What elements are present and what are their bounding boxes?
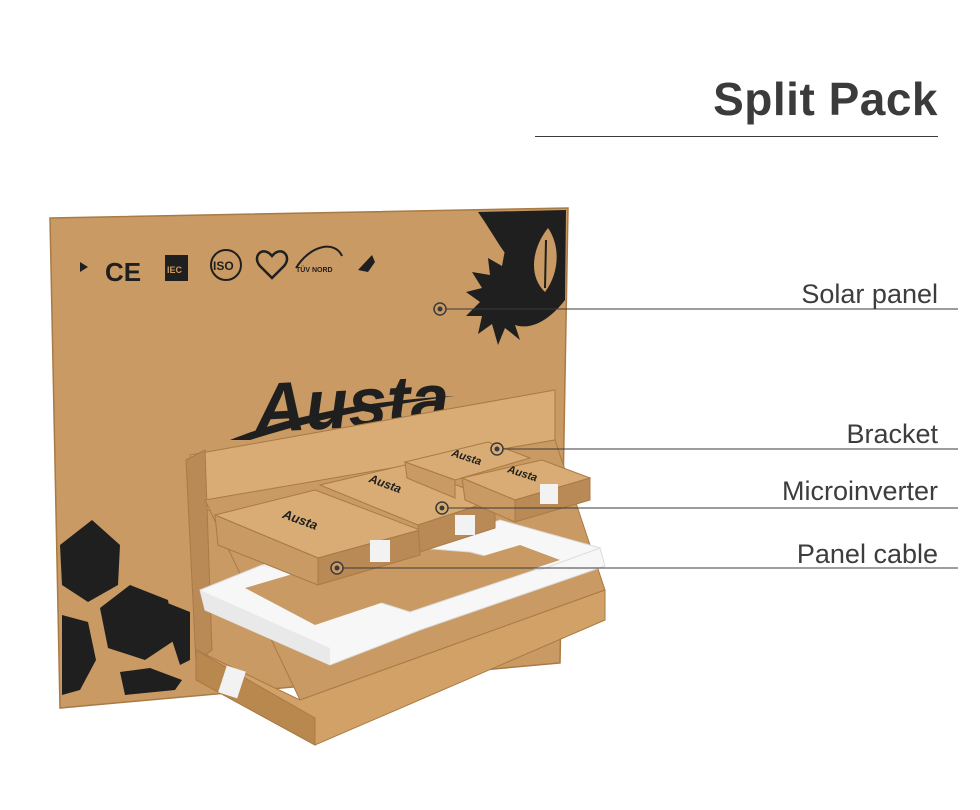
- tray-label: [218, 665, 246, 699]
- microinverter-box-front: Austa: [213, 489, 422, 586]
- page-title: Split Pack: [713, 73, 938, 125]
- ce-mark: CE: [105, 257, 141, 287]
- certification-icons: CE IEC ISO TÜV NORD: [80, 245, 375, 287]
- recycle-mark-icon: [358, 255, 375, 272]
- microinverter-box-middle: Austa: [318, 464, 497, 553]
- component-boxes: Austa Austa Austa Austa: [213, 441, 592, 586]
- solar-cell-pattern: [60, 520, 190, 695]
- iso-mark-icon: [210, 249, 242, 281]
- tuv-nord-arc-icon: [295, 245, 343, 269]
- label-microinverter: Microinverter: [781, 476, 938, 506]
- label-panel-cable: Panel cable: [796, 539, 938, 569]
- label-bracket: Bracket: [846, 419, 938, 449]
- tuv-nord-mark: TÜV NORD: [296, 265, 333, 274]
- leaf-icon: [533, 228, 557, 292]
- title-underline: [535, 136, 938, 137]
- label-solar-panel: Solar panel: [801, 279, 938, 309]
- iec-mark-icon: [165, 255, 188, 281]
- play-icon: [80, 262, 88, 272]
- heart-mark-icon: [255, 250, 289, 280]
- callouts: [330, 302, 958, 575]
- iso-mark: ISO: [213, 259, 234, 273]
- logo-swoosh-icon: [230, 396, 455, 440]
- iec-mark: IEC: [167, 265, 183, 275]
- microinverter-box-right: Austa: [460, 459, 592, 523]
